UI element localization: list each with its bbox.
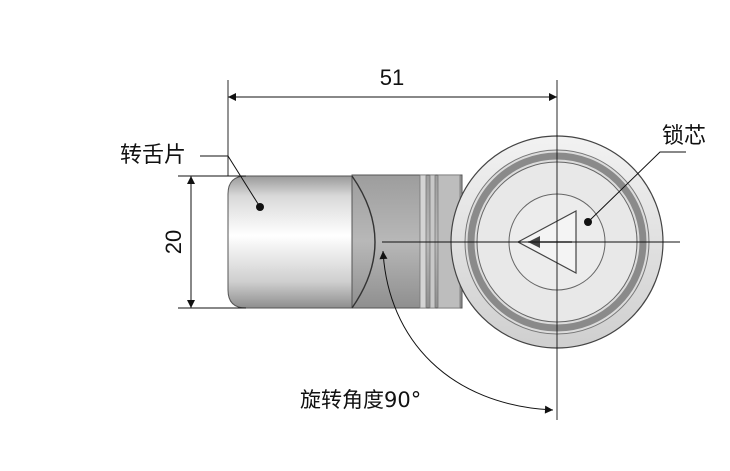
width-dimension: 51	[228, 65, 557, 101]
angle-label: 旋转角度90°	[300, 388, 421, 412]
core-label: 锁芯	[662, 124, 706, 149]
lock-housing	[351, 174, 463, 309]
tongue-callout-dot	[256, 203, 264, 211]
core-callout-dot	[584, 218, 592, 226]
core-callout: 锁芯	[584, 124, 706, 226]
width-label: 51	[380, 65, 404, 90]
tongue-callout: 转舌片	[120, 143, 264, 211]
height-dimension: 20	[161, 176, 195, 308]
height-label: 20	[161, 230, 186, 254]
tongue-label: 转舌片	[120, 143, 186, 168]
rotation-arc: 旋转角度90°	[300, 250, 554, 414]
